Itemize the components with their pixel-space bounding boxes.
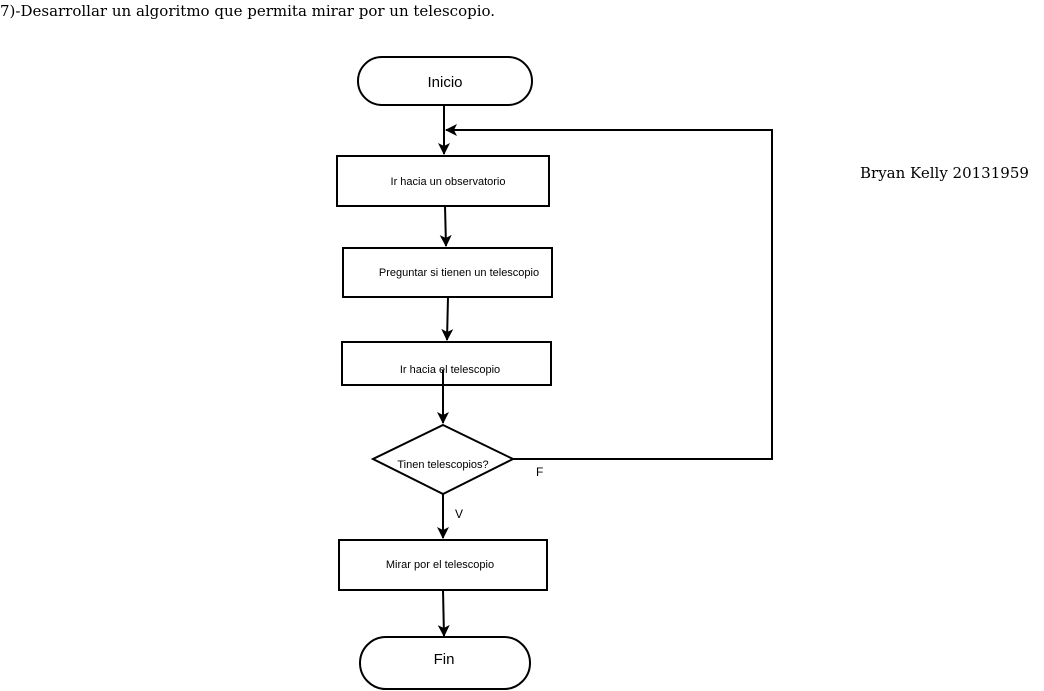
step-label-ir-telescopio: Ir hacia el telescopio xyxy=(400,364,500,376)
decision-label: Tinen telescopios? xyxy=(397,459,488,471)
step-box-mirar xyxy=(338,539,548,591)
true-branch-label: V xyxy=(455,507,463,521)
step-box-ir-telescopio xyxy=(341,341,552,386)
start-label: Inicio xyxy=(427,74,462,91)
step-label-mirar: Mirar por el telescopio xyxy=(386,559,494,571)
arrow-step1-to-step2 xyxy=(439,205,452,247)
step-box-preguntar xyxy=(342,247,553,298)
page-heading: 7)-Desarrollar un algoritmo que permita … xyxy=(0,2,496,20)
step-label-observatorio: Ir hacia un observatorio xyxy=(391,176,506,188)
end-terminal xyxy=(359,636,531,690)
step-box-observatorio xyxy=(336,155,550,207)
arrow-false-loop xyxy=(445,124,773,460)
arrow-step2-to-step3 xyxy=(441,296,454,341)
author-label: Bryan Kelly 20131959 xyxy=(860,164,1029,182)
false-branch-label: F xyxy=(536,465,543,479)
end-label: Fin xyxy=(434,651,455,668)
arrow-action-to-end xyxy=(437,589,450,637)
step-label-preguntar: Preguntar si tienen un telescopio xyxy=(379,267,539,279)
